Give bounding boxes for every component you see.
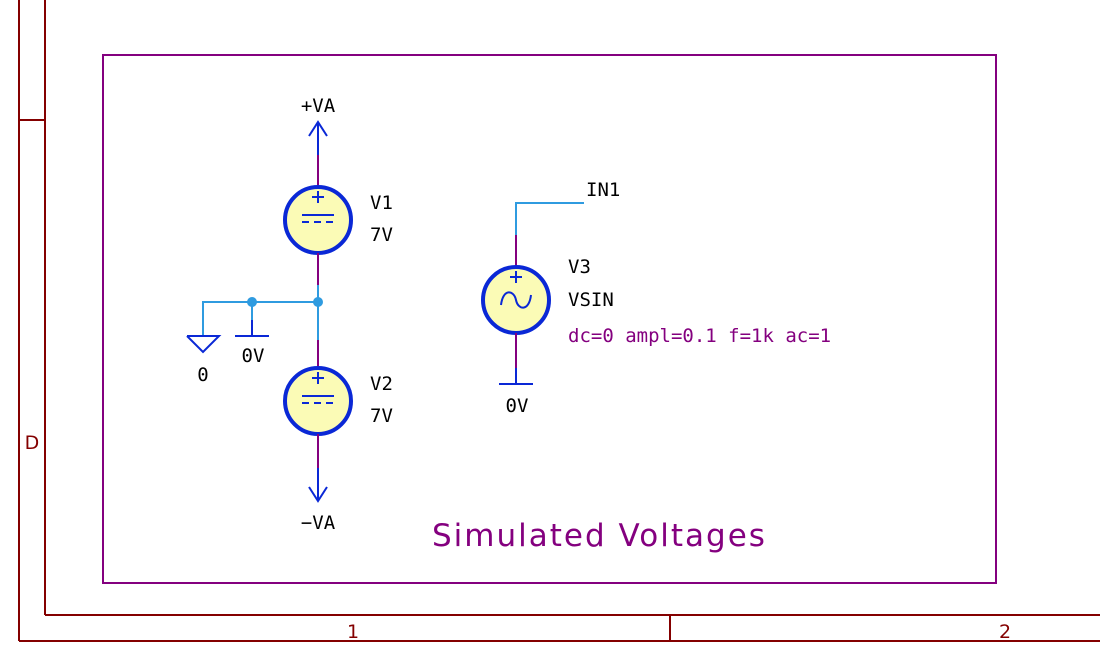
component-v1[interactable] (283, 185, 353, 255)
frame-column-label-2: 2 (999, 621, 1011, 643)
v1-value: 7V (370, 224, 393, 246)
power-symbol-0v-2[interactable] (499, 368, 533, 385)
power-label-0v-1: 0V (242, 345, 265, 367)
sheet-border (102, 54, 997, 584)
sine-wave-icon (500, 291, 532, 309)
v3-ref: V3 (568, 256, 591, 278)
ground-label-0: 0 (197, 364, 208, 386)
frame-row-label-d: D (25, 432, 40, 454)
ground-symbol-0[interactable] (186, 335, 222, 354)
power-symbol-0v-1[interactable] (235, 320, 269, 337)
junction-dot (247, 297, 257, 307)
power-label-neg-va: −VA (301, 512, 336, 534)
drawing-frame (18, 0, 1100, 642)
wire[interactable] (515, 202, 584, 235)
component-v2[interactable] (283, 366, 353, 436)
power-label-0v-2: 0V (506, 395, 529, 417)
junction-dot (313, 297, 323, 307)
power-symbol-pos-va[interactable] (308, 120, 328, 155)
v1-ref: V1 (370, 192, 393, 214)
net-in1-wire[interactable] (515, 202, 584, 235)
net-label-in1[interactable]: IN1 (586, 179, 620, 201)
ground-triangle-icon (186, 335, 222, 354)
ground-net-wires[interactable] (202, 285, 319, 340)
sheet-title: Simulated Voltages (432, 518, 767, 554)
v3-value: VSIN (568, 289, 614, 311)
v2-value: 7V (370, 405, 393, 427)
component-v3[interactable] (481, 265, 551, 335)
wire[interactable] (202, 301, 318, 335)
frame-column-label-1: 1 (347, 621, 359, 643)
v2-ref: V2 (370, 373, 393, 395)
v3-params: dc=0 ampl=0.1 f=1k ac=1 (568, 325, 831, 347)
power-label-pos-va: +VA (301, 95, 336, 117)
arrow-down-icon (308, 486, 328, 503)
power-symbol-neg-va[interactable] (308, 468, 328, 503)
